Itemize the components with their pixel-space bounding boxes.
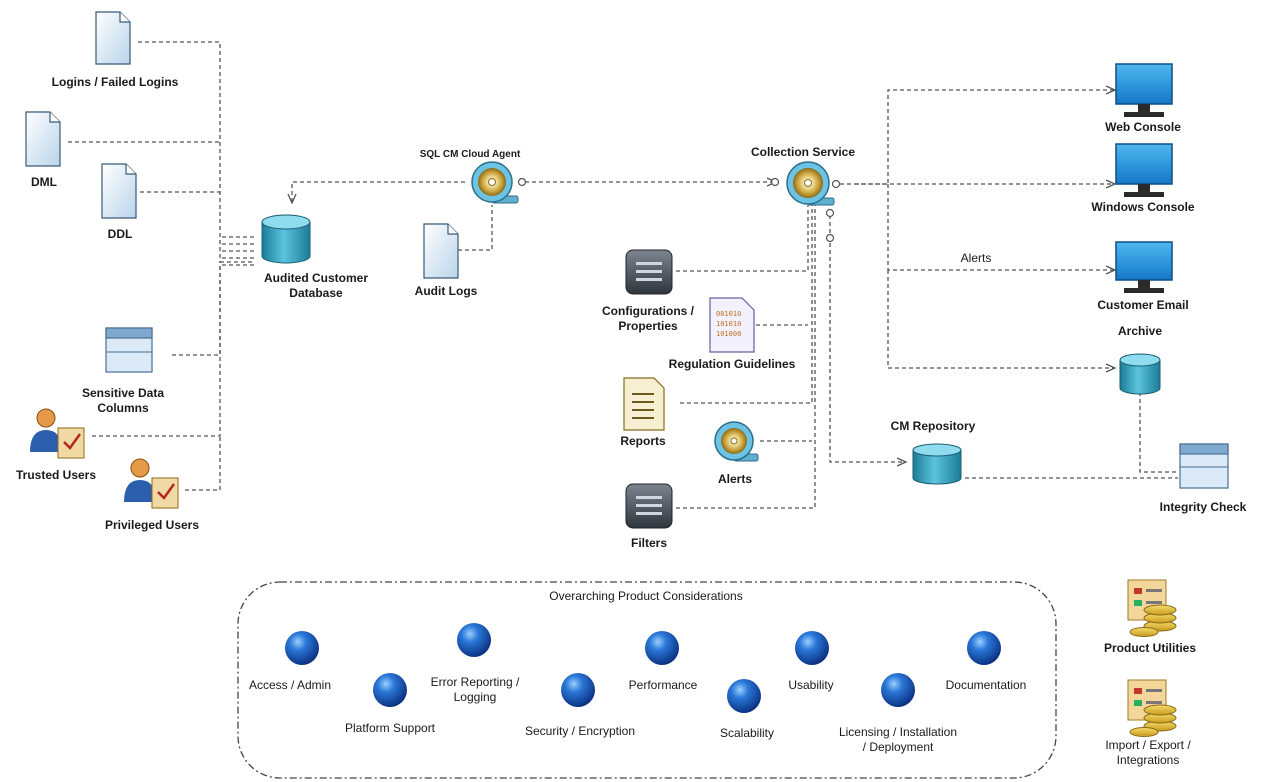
table-icon bbox=[1179, 443, 1229, 489]
considerations-title: Overarching Product Considerations bbox=[549, 589, 743, 603]
alerts-edge-label: Alerts bbox=[960, 251, 992, 265]
web-console-label: Web Console bbox=[1105, 120, 1181, 134]
user-icon bbox=[30, 408, 85, 459]
reports-label: Reports bbox=[620, 434, 666, 448]
report-icon bbox=[623, 377, 665, 431]
audited-database-label: Audited Customer Database bbox=[263, 271, 369, 300]
consideration-performance: Performance bbox=[628, 678, 698, 692]
filters-label: Filters bbox=[630, 536, 668, 550]
cd-service-icon bbox=[714, 421, 759, 462]
connector-nodes bbox=[517, 177, 841, 243]
privileged-users-label: Privileged Users bbox=[104, 518, 200, 532]
regulation-guidelines-label: Regulation Guidelines bbox=[668, 357, 796, 371]
logins-label: Logins / Failed Logins bbox=[51, 75, 179, 89]
connectors bbox=[68, 41, 1178, 509]
trusted-users-label: Trusted Users bbox=[15, 468, 97, 482]
consideration-scalability: Scalability bbox=[719, 726, 775, 740]
user-icon bbox=[124, 458, 179, 509]
consideration-access: Access / Admin bbox=[248, 678, 332, 692]
alerts-input-label: Alerts bbox=[717, 472, 753, 486]
consideration-documentation: Documentation bbox=[945, 678, 1027, 692]
audit-logs-label: Audit Logs bbox=[414, 284, 478, 298]
cd-service-icon bbox=[471, 161, 519, 204]
product-utilities-icon bbox=[1127, 579, 1177, 637]
considerations-box bbox=[237, 581, 1057, 779]
chip-icon bbox=[625, 483, 673, 529]
integrity-check-label: Integrity Check bbox=[1159, 500, 1247, 514]
svg-text:101010: 101010 bbox=[716, 320, 741, 328]
import-export-icon bbox=[1127, 679, 1177, 737]
document-icon bbox=[423, 223, 459, 279]
monitor-icon bbox=[1115, 63, 1173, 117]
table-icon bbox=[105, 327, 153, 373]
document-icon bbox=[95, 11, 131, 65]
cm-repository-label: CM Repository bbox=[890, 419, 976, 433]
cd-service-icon bbox=[786, 161, 835, 206]
monitor-icon bbox=[1115, 241, 1173, 293]
ddl-label: DDL bbox=[107, 227, 133, 241]
database-icon bbox=[912, 443, 962, 485]
consideration-licensing: Licensing / Installation / Deployment bbox=[838, 725, 958, 754]
database-icon bbox=[261, 214, 311, 264]
sphere-icons bbox=[285, 623, 1001, 713]
svg-text:001010: 001010 bbox=[716, 310, 741, 318]
windows-console-label: Windows Console bbox=[1091, 200, 1195, 214]
consideration-platform: Platform Support bbox=[344, 721, 436, 735]
import-export-label: Import / Export / Integrations bbox=[1105, 738, 1191, 767]
configurations-label: Configurations / Properties bbox=[602, 304, 694, 333]
monitor-icon bbox=[1115, 143, 1173, 197]
chip-icon bbox=[625, 249, 673, 295]
document-icon bbox=[101, 163, 137, 219]
consideration-security: Security / Encryption bbox=[524, 724, 636, 738]
cloud-agent-label: SQL CM Cloud Agent bbox=[419, 149, 521, 160]
sensitive-columns-label: Sensitive Data Columns bbox=[81, 386, 165, 415]
dml-label: DML bbox=[31, 175, 57, 189]
database-icon bbox=[1119, 353, 1161, 395]
svg-text:101000: 101000 bbox=[716, 330, 741, 338]
consideration-error-reporting: Error Reporting / Logging bbox=[430, 675, 520, 704]
document-icon bbox=[25, 111, 61, 167]
consideration-usability: Usability bbox=[788, 678, 834, 692]
product-utilities-label: Product Utilities bbox=[1103, 641, 1197, 655]
collection-service-label: Collection Service bbox=[750, 145, 856, 159]
customer-email-label: Customer Email bbox=[1097, 298, 1189, 312]
archive-label: Archive bbox=[1117, 324, 1163, 338]
regulation-document-icon: 001010 101010 101000 bbox=[709, 297, 755, 353]
